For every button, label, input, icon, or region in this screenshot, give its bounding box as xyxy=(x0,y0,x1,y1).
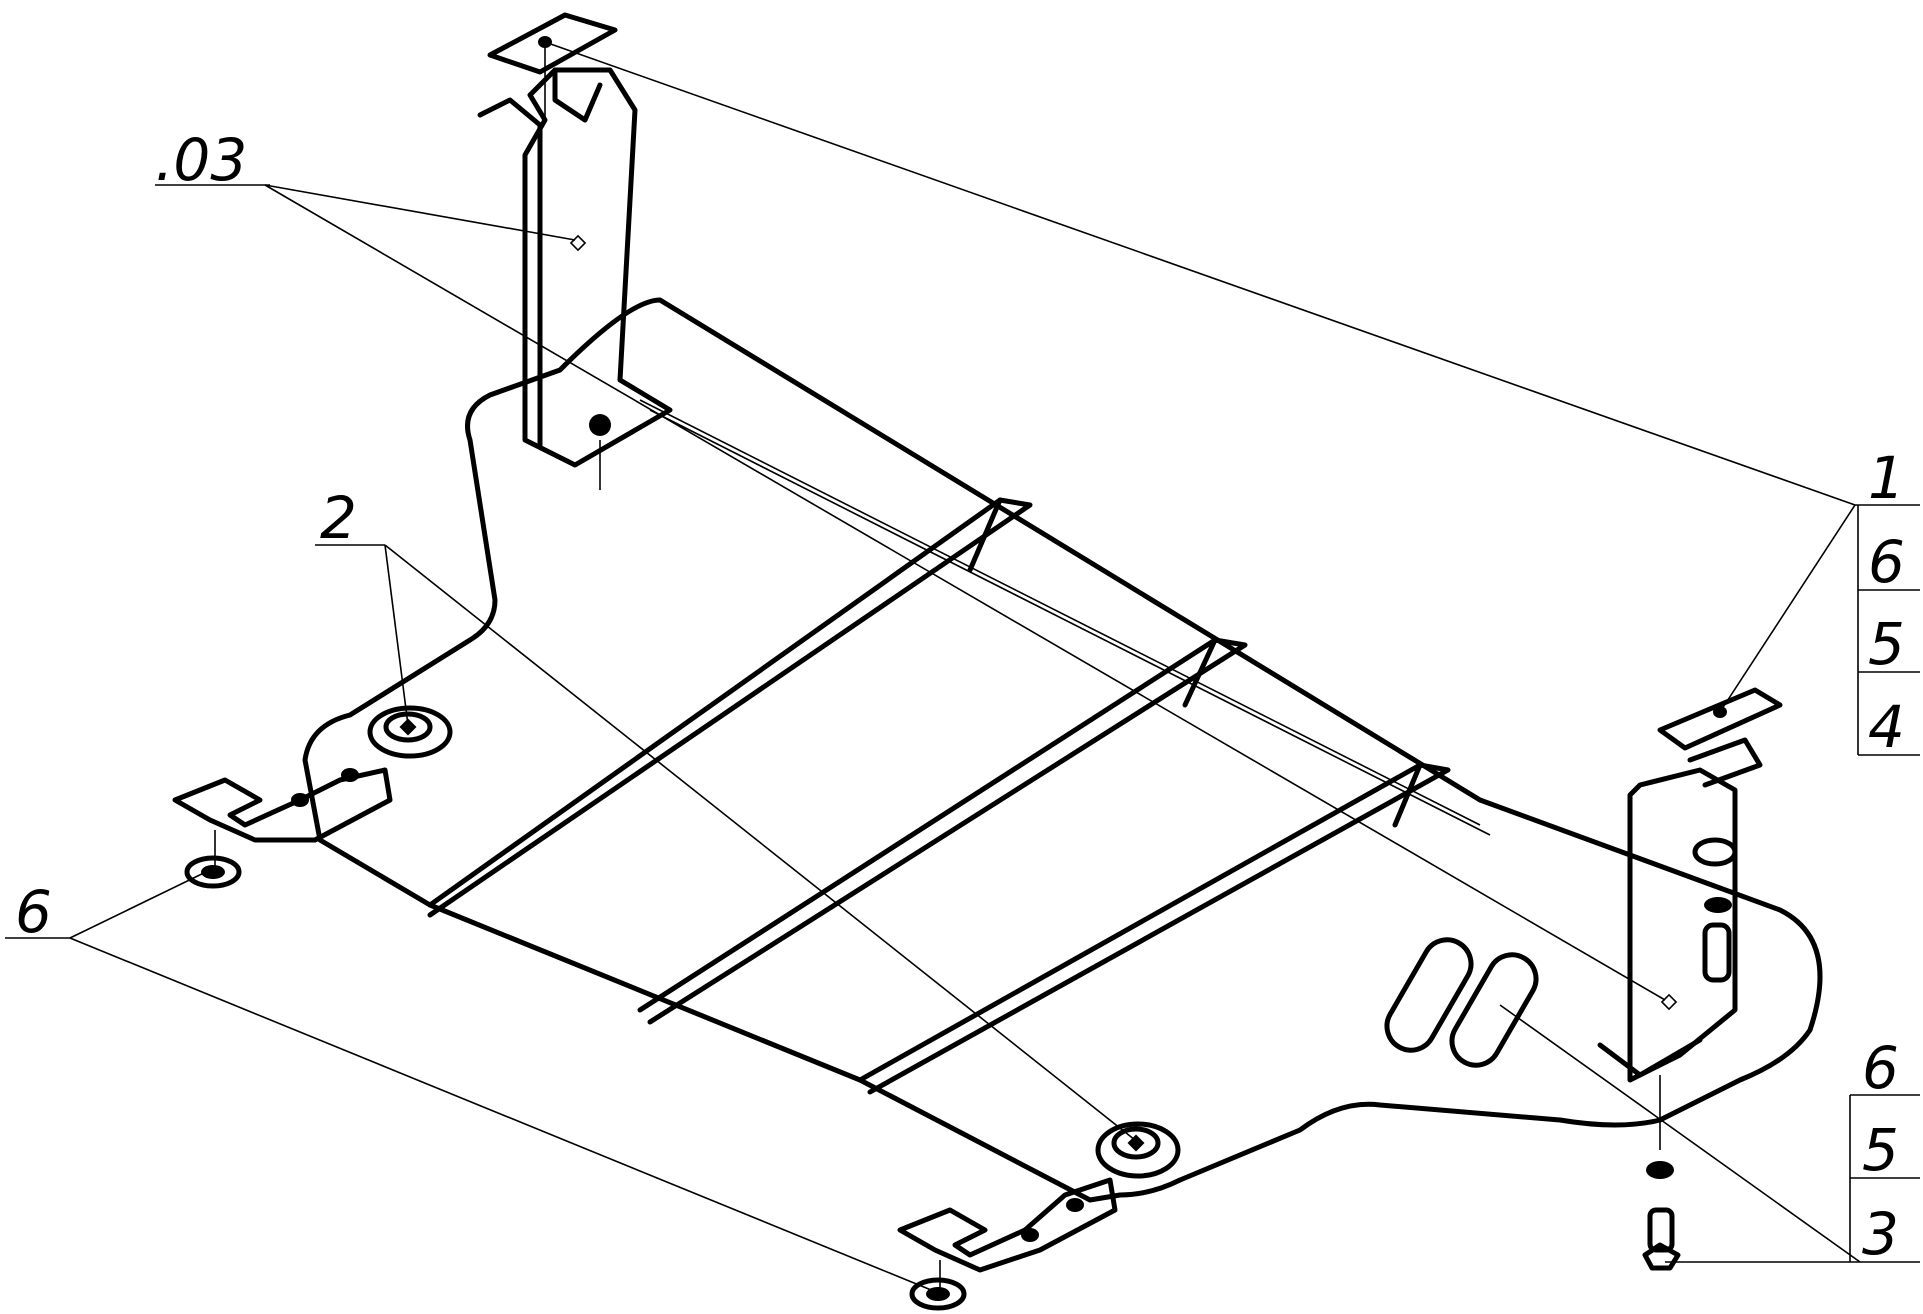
callout-6-left: 6 xyxy=(15,878,52,946)
washer-front-left xyxy=(184,855,242,889)
callout-2: 2 xyxy=(320,484,357,552)
callout-6-bottom: 6 xyxy=(1862,1034,1899,1102)
bushing-left xyxy=(367,705,453,759)
washer-bottom-right xyxy=(1646,1161,1674,1179)
callout-5-bottom: 5 xyxy=(1862,1116,1899,1184)
front-left-tab xyxy=(172,767,393,870)
washer-front-right xyxy=(909,1277,967,1311)
callout-3: 3 xyxy=(1862,1200,1899,1268)
callout-table-bottom xyxy=(1849,1094,1920,1262)
front-right-tab xyxy=(897,1177,1118,1290)
callout-5-top: 5 xyxy=(1868,610,1905,678)
callout-table-top xyxy=(1857,505,1920,756)
callout-1: 1 xyxy=(1868,444,1905,512)
callout-03: .03 xyxy=(155,126,247,194)
callout-6-top: 6 xyxy=(1868,528,1905,596)
right-upright-bracket xyxy=(1597,737,1763,1150)
leader-lines xyxy=(5,41,1920,1293)
skid-plate xyxy=(302,297,1823,1203)
bolt xyxy=(1642,1207,1681,1271)
top-plate-right xyxy=(1657,687,1783,751)
bushing-right xyxy=(1095,1121,1181,1179)
callout-4: 4 xyxy=(1868,693,1905,761)
left-upright-bracket xyxy=(477,67,673,490)
